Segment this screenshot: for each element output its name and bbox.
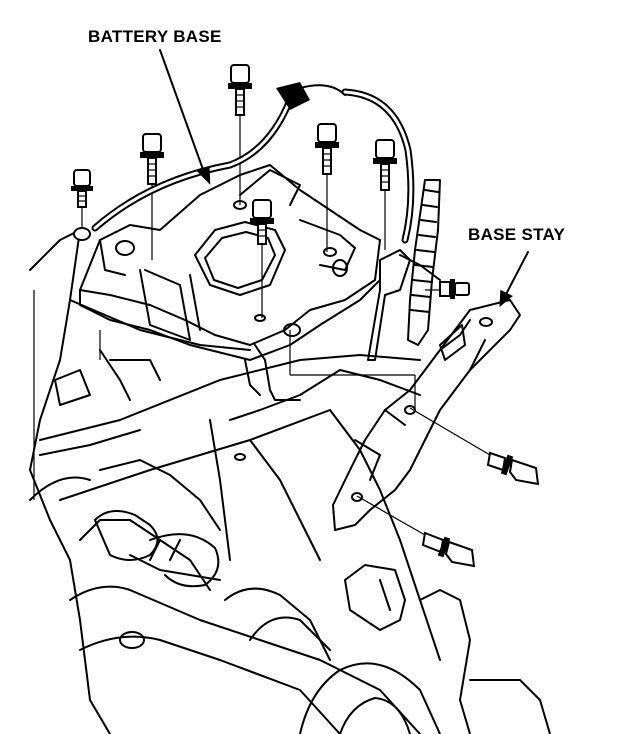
flange-bolt-top — [228, 64, 252, 116]
vehicle-body-outline — [29, 229, 551, 734]
wire-harness — [367, 179, 470, 361]
base-stay-label: BASE STAY — [468, 225, 566, 244]
flange-bolt-right-1 — [315, 123, 339, 175]
clamp-bolt — [439, 279, 470, 299]
label-battery-base: BATTERY BASE — [88, 27, 222, 185]
flange-bolt-center — [250, 199, 274, 245]
base-stay-bolt-upper — [486, 451, 540, 486]
alignment-lines — [33, 115, 491, 536]
battery-base-label: BATTERY BASE — [88, 27, 222, 46]
flange-bolt-left — [140, 133, 164, 185]
base-stay-bolt-lower — [421, 531, 476, 568]
flange-bolt-right-2 — [373, 139, 397, 191]
battery-base — [79, 164, 381, 401]
ground-bolt-left — [71, 169, 93, 208]
base-stay — [332, 299, 521, 531]
label-base-stay: BASE STAY — [468, 225, 566, 308]
ground-cable — [73, 82, 415, 244]
